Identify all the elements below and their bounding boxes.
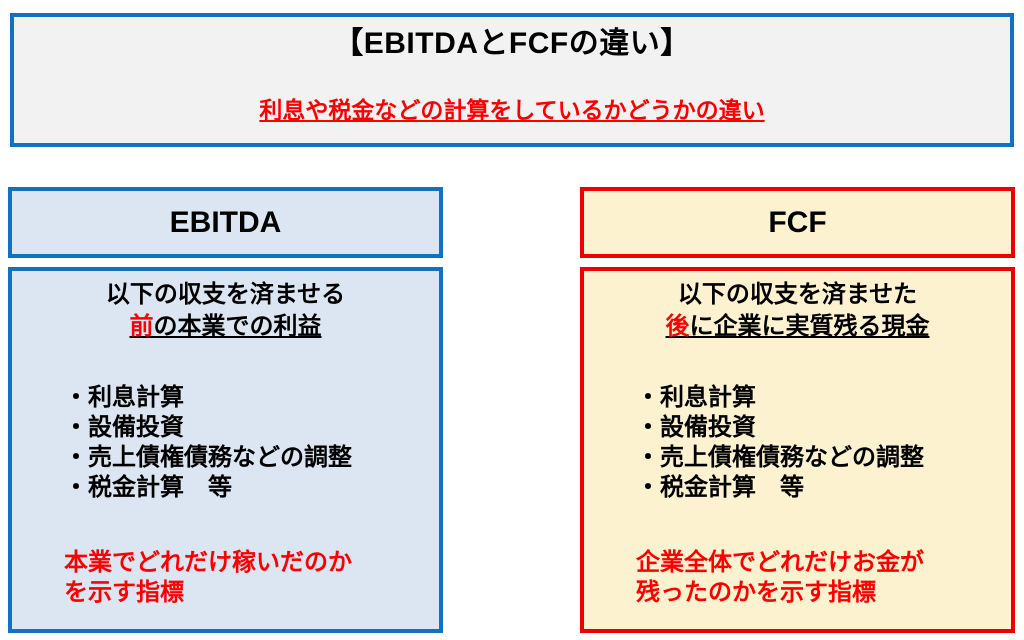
list-item: ・設備投資 <box>636 414 756 441</box>
fcf-title: FCF <box>768 206 827 239</box>
list-item: ・税金計算 等 <box>64 474 232 501</box>
fcf-heading-line1: 以下の収支を済ませた <box>677 281 918 308</box>
fcf-bullet-list: ・利息計算 ・設備投資 ・売上債権債務などの調整 ・税金計算 等 <box>584 383 1011 503</box>
ebitda-summary-line2: を示す指標 <box>64 579 184 606</box>
fcf-heading: 以下の収支を済ませた 後に企業に実質残る現金 <box>584 279 1011 343</box>
fcf-heading-highlight: 後 <box>665 313 690 340</box>
ebitda-summary-line1: 本業でどれだけ稼いだのか <box>64 549 352 576</box>
fcf-summary: 企業全体でどれだけお金が 残ったのかを示す指標 <box>584 548 1011 608</box>
ebitda-body-box: 以下の収支を済ませる 前の本業での利益 ・利息計算 ・設備投資 ・売上債権債務な… <box>8 267 443 633</box>
ebitda-heading-highlight: 前 <box>129 313 154 340</box>
ebitda-title: EBITDA <box>169 206 282 239</box>
fcf-heading-line2: 後に企業に実質残る現金 <box>584 311 1011 343</box>
diagram-title: 【EBITDAとFCFの違い】 <box>333 27 691 60</box>
ebitda-heading: 以下の収支を済ませる 前の本業での利益 <box>12 279 439 343</box>
fcf-summary-line2: 残ったのかを示す指標 <box>636 579 876 606</box>
ebitda-heading-line2-rest: の本業での利益 <box>153 313 322 340</box>
ebitda-summary: 本業でどれだけ稼いだのか を示す指標 <box>12 548 439 608</box>
ebitda-heading-line1: 以下の収支を済ませる <box>105 281 346 308</box>
list-item: ・売上債権債務などの調整 <box>636 444 924 471</box>
fcf-body-box: 以下の収支を済ませた 後に企業に実質残る現金 ・利息計算 ・設備投資 ・売上債権… <box>580 267 1015 633</box>
fcf-heading-line2-rest: に企業に実質残る現金 <box>689 313 930 340</box>
list-item: ・設備投資 <box>64 414 184 441</box>
fcf-summary-line1: 企業全体でどれだけお金が <box>636 549 924 576</box>
list-item: ・利息計算 <box>64 384 184 411</box>
list-item: ・税金計算 等 <box>636 474 804 501</box>
fcf-header-box: FCF <box>580 187 1015 258</box>
ebitda-heading-line2: 前の本業での利益 <box>12 311 439 343</box>
list-item: ・売上債権債務などの調整 <box>64 444 352 471</box>
diagram-subtitle: 利息や税金などの計算をしているかどうかの違い <box>259 97 765 123</box>
ebitda-header-box: EBITDA <box>8 187 443 258</box>
list-item: ・利息計算 <box>636 384 756 411</box>
title-box: 【EBITDAとFCFの違い】 利息や税金などの計算をしているかどうかの違い <box>10 13 1014 147</box>
ebitda-bullet-list: ・利息計算 ・設備投資 ・売上債権債務などの調整 ・税金計算 等 <box>12 383 439 503</box>
